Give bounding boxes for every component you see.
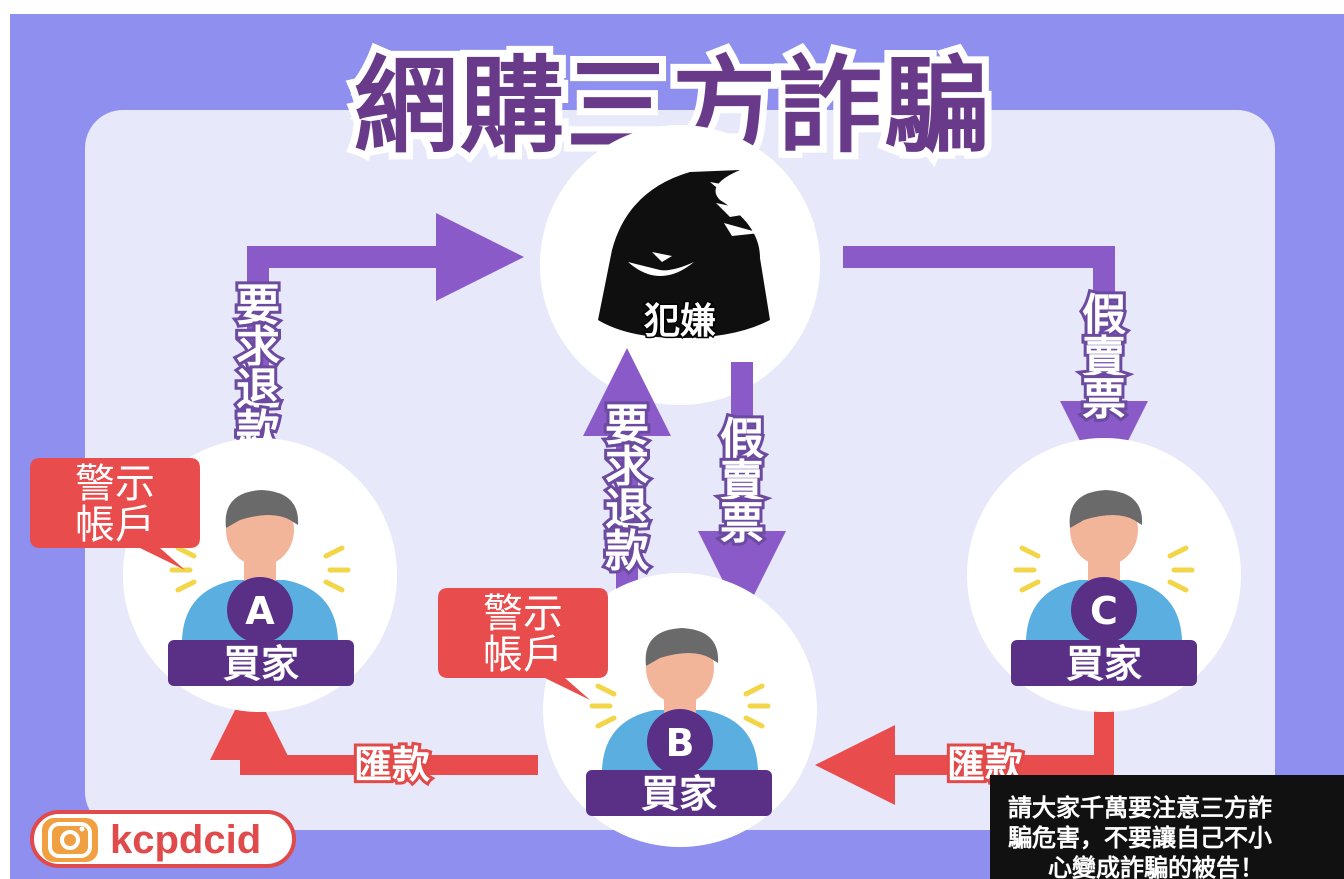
buyer-a-label: 買家 xyxy=(223,642,299,686)
svg-text:假: 假 xyxy=(720,414,764,465)
caption-line-1: 請大家千萬要注意三方詐 xyxy=(1008,794,1272,822)
warning-b-line2: 帳戶 xyxy=(483,632,563,678)
buyer-b-badge xyxy=(647,709,713,775)
svg-text:賣: 賣 xyxy=(720,456,764,507)
label-request-refund-center: 要 求 退 款 xyxy=(602,397,652,580)
buyer-a-letter: A xyxy=(245,589,275,633)
svg-text:求: 求 xyxy=(236,322,280,373)
buyer-b-letter: B xyxy=(666,721,695,765)
buyer-b-label: 買家 xyxy=(641,772,717,816)
suspect-node: 犯嫌 xyxy=(540,125,820,405)
svg-text:票: 票 xyxy=(1082,374,1126,425)
warning-bubble-a: 警示 帳戶 xyxy=(30,458,200,570)
svg-text:求: 求 xyxy=(605,442,649,493)
warning-bubble-b: 警示 帳戶 xyxy=(438,588,608,700)
buyer-c-letter: C xyxy=(1090,589,1118,633)
caption-line-3: 心變成詐騙的被告！ xyxy=(1048,854,1264,879)
caption-overlay: 請大家千萬要注意三方詐 騙危害，不要讓自己不小 心變成詐騙的被告！ xyxy=(990,775,1344,879)
label-fake-ticket-center: 假 賣 票 xyxy=(717,411,767,552)
buyer-b-label-box xyxy=(586,770,772,816)
alarm-lines-icon xyxy=(589,683,771,729)
buyer-c-label-box xyxy=(1011,640,1197,686)
handle-text: kcpdcid xyxy=(110,818,261,862)
svg-text:退: 退 xyxy=(605,484,649,535)
label-remit-left: 匯款 xyxy=(354,743,430,787)
instagram-icon xyxy=(42,818,98,862)
svg-text:要: 要 xyxy=(236,280,280,331)
svg-text:票: 票 xyxy=(720,498,764,549)
buyer-c-node: C 買家 xyxy=(967,438,1241,712)
alarm-lines-icon xyxy=(169,545,351,593)
hooded-figure-icon xyxy=(598,170,770,338)
arrow-c-to-b-remit xyxy=(815,690,1114,805)
svg-text:退: 退 xyxy=(236,364,280,415)
buyer-b-node: B 買家 xyxy=(543,573,817,847)
svg-text:賣: 賣 xyxy=(1082,332,1126,383)
buyer-a-badge xyxy=(227,577,293,643)
buyer-c-badge xyxy=(1071,577,1137,643)
instagram-handle-badge[interactable]: kcpdcid xyxy=(30,810,296,868)
arrow-a-to-suspect xyxy=(247,213,524,475)
diagram-panel xyxy=(85,110,1275,830)
svg-text:要: 要 xyxy=(605,400,649,451)
buyer-c-label: 買家 xyxy=(1066,642,1142,686)
alarm-lines-icon xyxy=(1013,545,1195,593)
warning-b-line1: 警示 xyxy=(483,591,563,637)
svg-text:款: 款 xyxy=(605,526,649,577)
label-fake-ticket-right: 假 賣 票 xyxy=(1079,287,1129,428)
label-request-refund-left: 要 求 退 款 xyxy=(233,277,283,460)
suspect-label: 犯嫌 xyxy=(644,301,716,342)
warning-a-line1: 警示 xyxy=(75,461,155,507)
buyer-a-label-box xyxy=(168,640,354,686)
arrow-suspect-to-c xyxy=(843,246,1148,489)
svg-text:假: 假 xyxy=(1082,290,1126,341)
arrow-b-to-a-remit xyxy=(210,680,538,775)
warning-a-line2: 帳戶 xyxy=(75,502,155,548)
caption-line-2: 騙危害，不要讓自己不小 xyxy=(1008,824,1272,852)
